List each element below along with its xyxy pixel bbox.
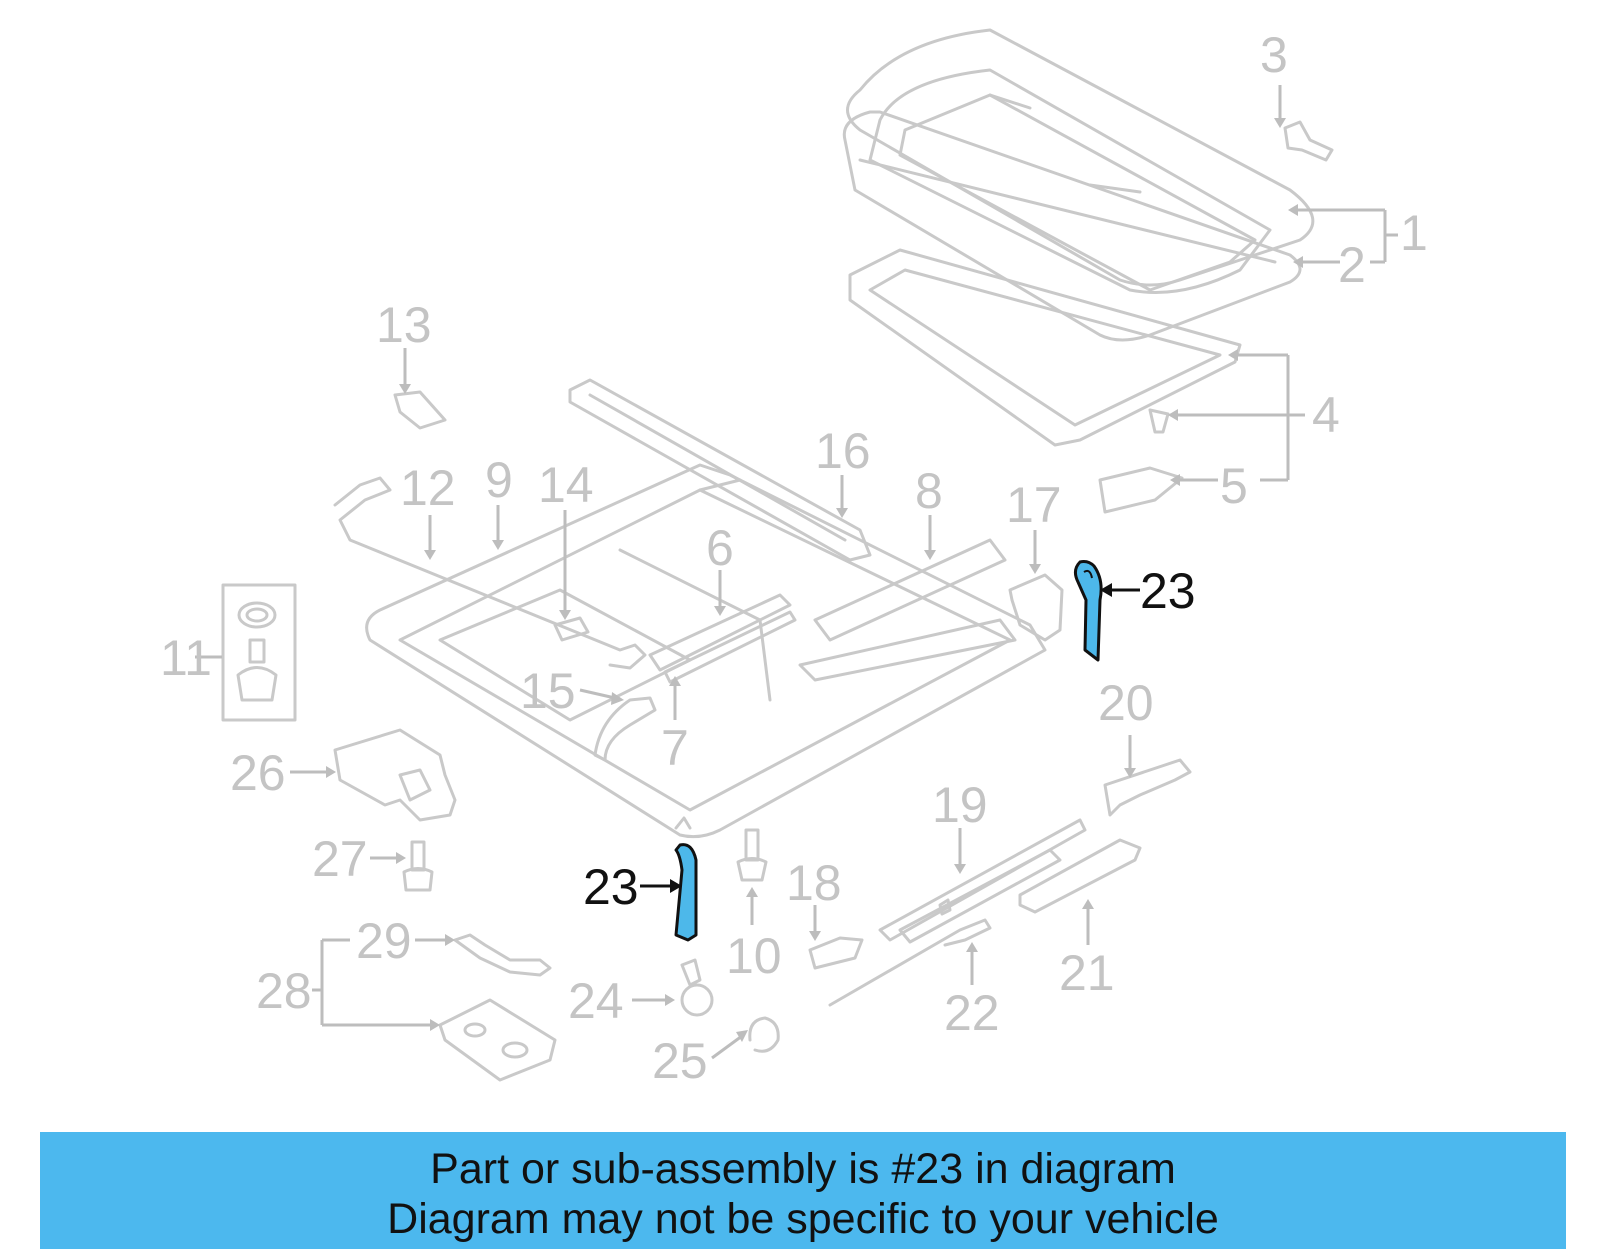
part-17-bracket bbox=[1008, 573, 1064, 642]
callout-16: 16 bbox=[815, 423, 871, 479]
part-25-clip bbox=[748, 1016, 780, 1053]
part-23-highlight-upper[interactable] bbox=[1073, 560, 1103, 662]
part-13-clip bbox=[393, 390, 447, 430]
callout-1: 1 bbox=[1400, 205, 1428, 261]
callout-27: 27 bbox=[312, 831, 368, 887]
part-6-slider bbox=[648, 593, 797, 684]
callout-20: 20 bbox=[1098, 675, 1154, 731]
callout-12: 12 bbox=[400, 460, 456, 516]
part-28-plate bbox=[438, 998, 557, 1082]
part-12-cable bbox=[333, 476, 647, 670]
part-14-block bbox=[553, 616, 590, 642]
part-24-grommet bbox=[680, 958, 714, 1017]
info-banner: Part or sub-assembly is #23 in diagram D… bbox=[40, 1132, 1566, 1249]
part-5-bracket bbox=[1098, 466, 1184, 514]
callout-22: 22 bbox=[944, 985, 1000, 1041]
part-8-rail-assembly bbox=[798, 538, 1017, 682]
part-16-rail bbox=[568, 378, 872, 562]
part-20-bracket bbox=[1103, 758, 1192, 817]
callout-26: 26 bbox=[230, 745, 286, 801]
callout-29: 29 bbox=[356, 913, 412, 969]
banner-line-1: Part or sub-assembly is #23 in diagram bbox=[430, 1145, 1176, 1193]
callout-23-upper: 23 bbox=[1140, 563, 1196, 619]
part-27-bolt bbox=[402, 840, 434, 892]
callout-21: 21 bbox=[1059, 945, 1115, 1001]
part-10-bolt bbox=[736, 828, 768, 882]
part-26-motor bbox=[333, 728, 457, 822]
callout-23-lower: 23 bbox=[583, 859, 639, 915]
callout-9: 9 bbox=[485, 452, 513, 508]
callout-11: 11 bbox=[160, 630, 212, 686]
part-18-clip bbox=[808, 936, 864, 970]
part-4-frame bbox=[848, 248, 1242, 447]
callout-leaders bbox=[195, 85, 1398, 1060]
callout-18: 18 bbox=[786, 855, 842, 911]
part-1-glass-panel bbox=[846, 28, 1315, 294]
part-23-highlight-lower[interactable] bbox=[674, 843, 698, 942]
callout-14: 14 bbox=[538, 457, 594, 513]
part-15-hook bbox=[593, 696, 657, 762]
part-3-bolt bbox=[1283, 120, 1334, 162]
part-22-cable bbox=[828, 918, 992, 1007]
part-2-seal bbox=[842, 110, 1302, 342]
callout-24: 24 bbox=[568, 973, 624, 1029]
callout-4: 4 bbox=[1312, 387, 1340, 443]
callout-3: 3 bbox=[1260, 27, 1288, 83]
part-21-guide bbox=[1018, 838, 1142, 914]
part-29-hose bbox=[453, 933, 552, 977]
callout-28: 28 bbox=[256, 963, 312, 1019]
callout-10: 10 bbox=[726, 928, 782, 984]
callout-25: 25 bbox=[652, 1033, 708, 1089]
callout-8: 8 bbox=[915, 463, 943, 519]
callout-2: 2 bbox=[1338, 237, 1366, 293]
callout-5: 5 bbox=[1220, 458, 1248, 514]
part-11-grommet bbox=[221, 583, 297, 722]
callout-7: 7 bbox=[661, 720, 689, 776]
callout-13: 13 bbox=[376, 297, 432, 353]
callout-6: 6 bbox=[706, 520, 734, 576]
banner-line-2: Diagram may not be specific to your vehi… bbox=[387, 1195, 1219, 1243]
part-19-arm bbox=[878, 818, 1087, 944]
callout-numbers: 3 1 2 4 5 13 12 9 14 16 6 8 17 11 15 7 2… bbox=[160, 27, 1428, 1089]
callout-17: 17 bbox=[1006, 477, 1062, 533]
callout-19: 19 bbox=[932, 777, 988, 833]
callout-15: 15 bbox=[520, 663, 576, 719]
